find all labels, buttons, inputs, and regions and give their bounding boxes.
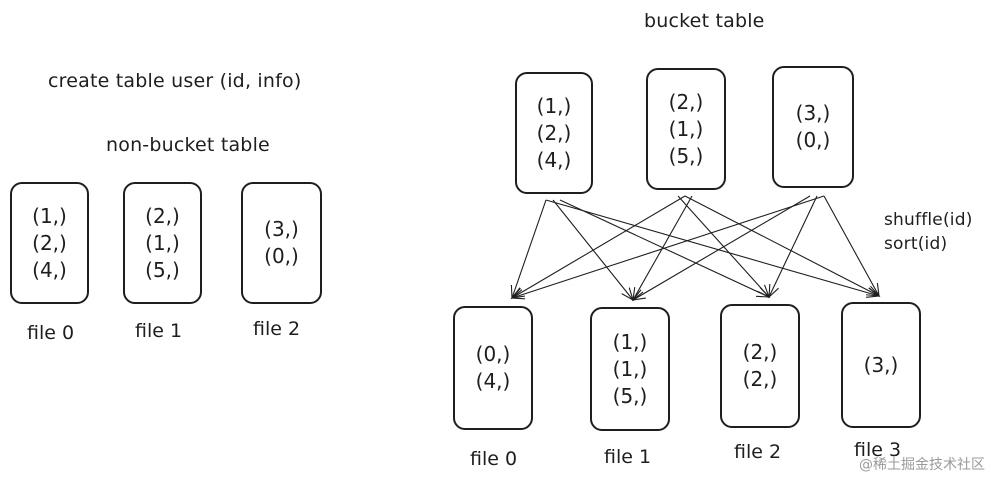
non-bucket-file-0-label: file 0 <box>27 322 75 344</box>
shuffle-arrow-line <box>545 199 880 297</box>
shuffle-arrow-line <box>632 195 693 301</box>
row: (1,) <box>612 329 648 354</box>
bucket-file-1-label: file 1 <box>604 446 652 468</box>
row: (2,) <box>145 203 180 228</box>
shuffle-op-label: shuffle(id) <box>884 210 973 230</box>
shuffle-arrow-line <box>768 195 818 298</box>
bucket-source-box-0: (1,) (2,) (4,) <box>515 72 593 194</box>
row: (0,) <box>475 342 511 366</box>
row: (1,) <box>668 116 704 141</box>
bucket-file-3-box: (3,) <box>841 302 921 428</box>
non-bucket-file-2-label: file 2 <box>253 318 301 340</box>
row: (4,) <box>536 147 572 172</box>
row: (1,) <box>612 356 648 381</box>
non-bucket-file-0-box: (1,) (2,) (4,) <box>10 182 89 304</box>
bucket-source-box-2: (3,) (0,) <box>772 66 854 188</box>
row: (2,) <box>742 340 778 364</box>
row: (2,) <box>536 120 572 145</box>
row: (3,) <box>795 101 831 125</box>
row: (4,) <box>475 369 511 393</box>
shuffle-arrow-line <box>684 195 880 297</box>
bucket-source-box-1: (2,) (1,) (5,) <box>646 68 726 190</box>
row: (0,) <box>795 128 831 152</box>
row: (1,) <box>145 230 180 255</box>
shuffle-arrow-line <box>511 199 547 299</box>
shuffle-arrow-line <box>511 195 825 299</box>
bucket-file-1-box: (1,) (1,) (5,) <box>590 307 670 431</box>
bucket-file-2-label: file 2 <box>734 441 782 463</box>
row: (5,) <box>668 143 704 168</box>
row: (2,) <box>32 230 67 255</box>
row: (5,) <box>145 257 180 282</box>
sort-op-label: sort(id) <box>884 234 948 254</box>
row: (2,) <box>742 367 778 391</box>
row: (3,) <box>264 217 299 241</box>
row: (5,) <box>612 383 648 408</box>
non-bucket-file-1-box: (2,) (1,) (5,) <box>123 182 202 304</box>
non-bucket-file-1-label: file 1 <box>135 320 183 342</box>
row: (4,) <box>32 257 67 282</box>
shuffle-arrow-head <box>510 289 526 300</box>
shuffle-arrow-head <box>631 289 646 301</box>
shuffle-arrow-head <box>868 283 880 298</box>
row: (0,) <box>264 244 299 268</box>
watermark: @稀土掘金技术社区 <box>859 457 985 473</box>
shuffle-arrow-line <box>511 195 686 299</box>
row: (2,) <box>668 89 704 114</box>
bucket-file-3-label: file 3 <box>854 439 902 461</box>
row: (3,) <box>863 352 899 377</box>
shuffle-arrow-line <box>632 195 811 301</box>
create-table-statement: create table user (id, info) <box>48 70 302 92</box>
shuffle-arrow-head <box>768 283 779 299</box>
bucket-file-0-label: file 0 <box>470 448 518 470</box>
bucket-table-title: bucket table <box>644 10 765 32</box>
row: (1,) <box>536 93 572 118</box>
row: (1,) <box>32 203 67 228</box>
non-bucket-table-title: non-bucket table <box>106 134 270 156</box>
non-bucket-file-2-box: (3,) (0,) <box>241 182 322 304</box>
bucket-file-0-box: (0,) (4,) <box>453 306 533 430</box>
bucket-file-2-box: (2,) (2,) <box>720 304 800 428</box>
shuffle-arrow-line <box>823 195 880 297</box>
